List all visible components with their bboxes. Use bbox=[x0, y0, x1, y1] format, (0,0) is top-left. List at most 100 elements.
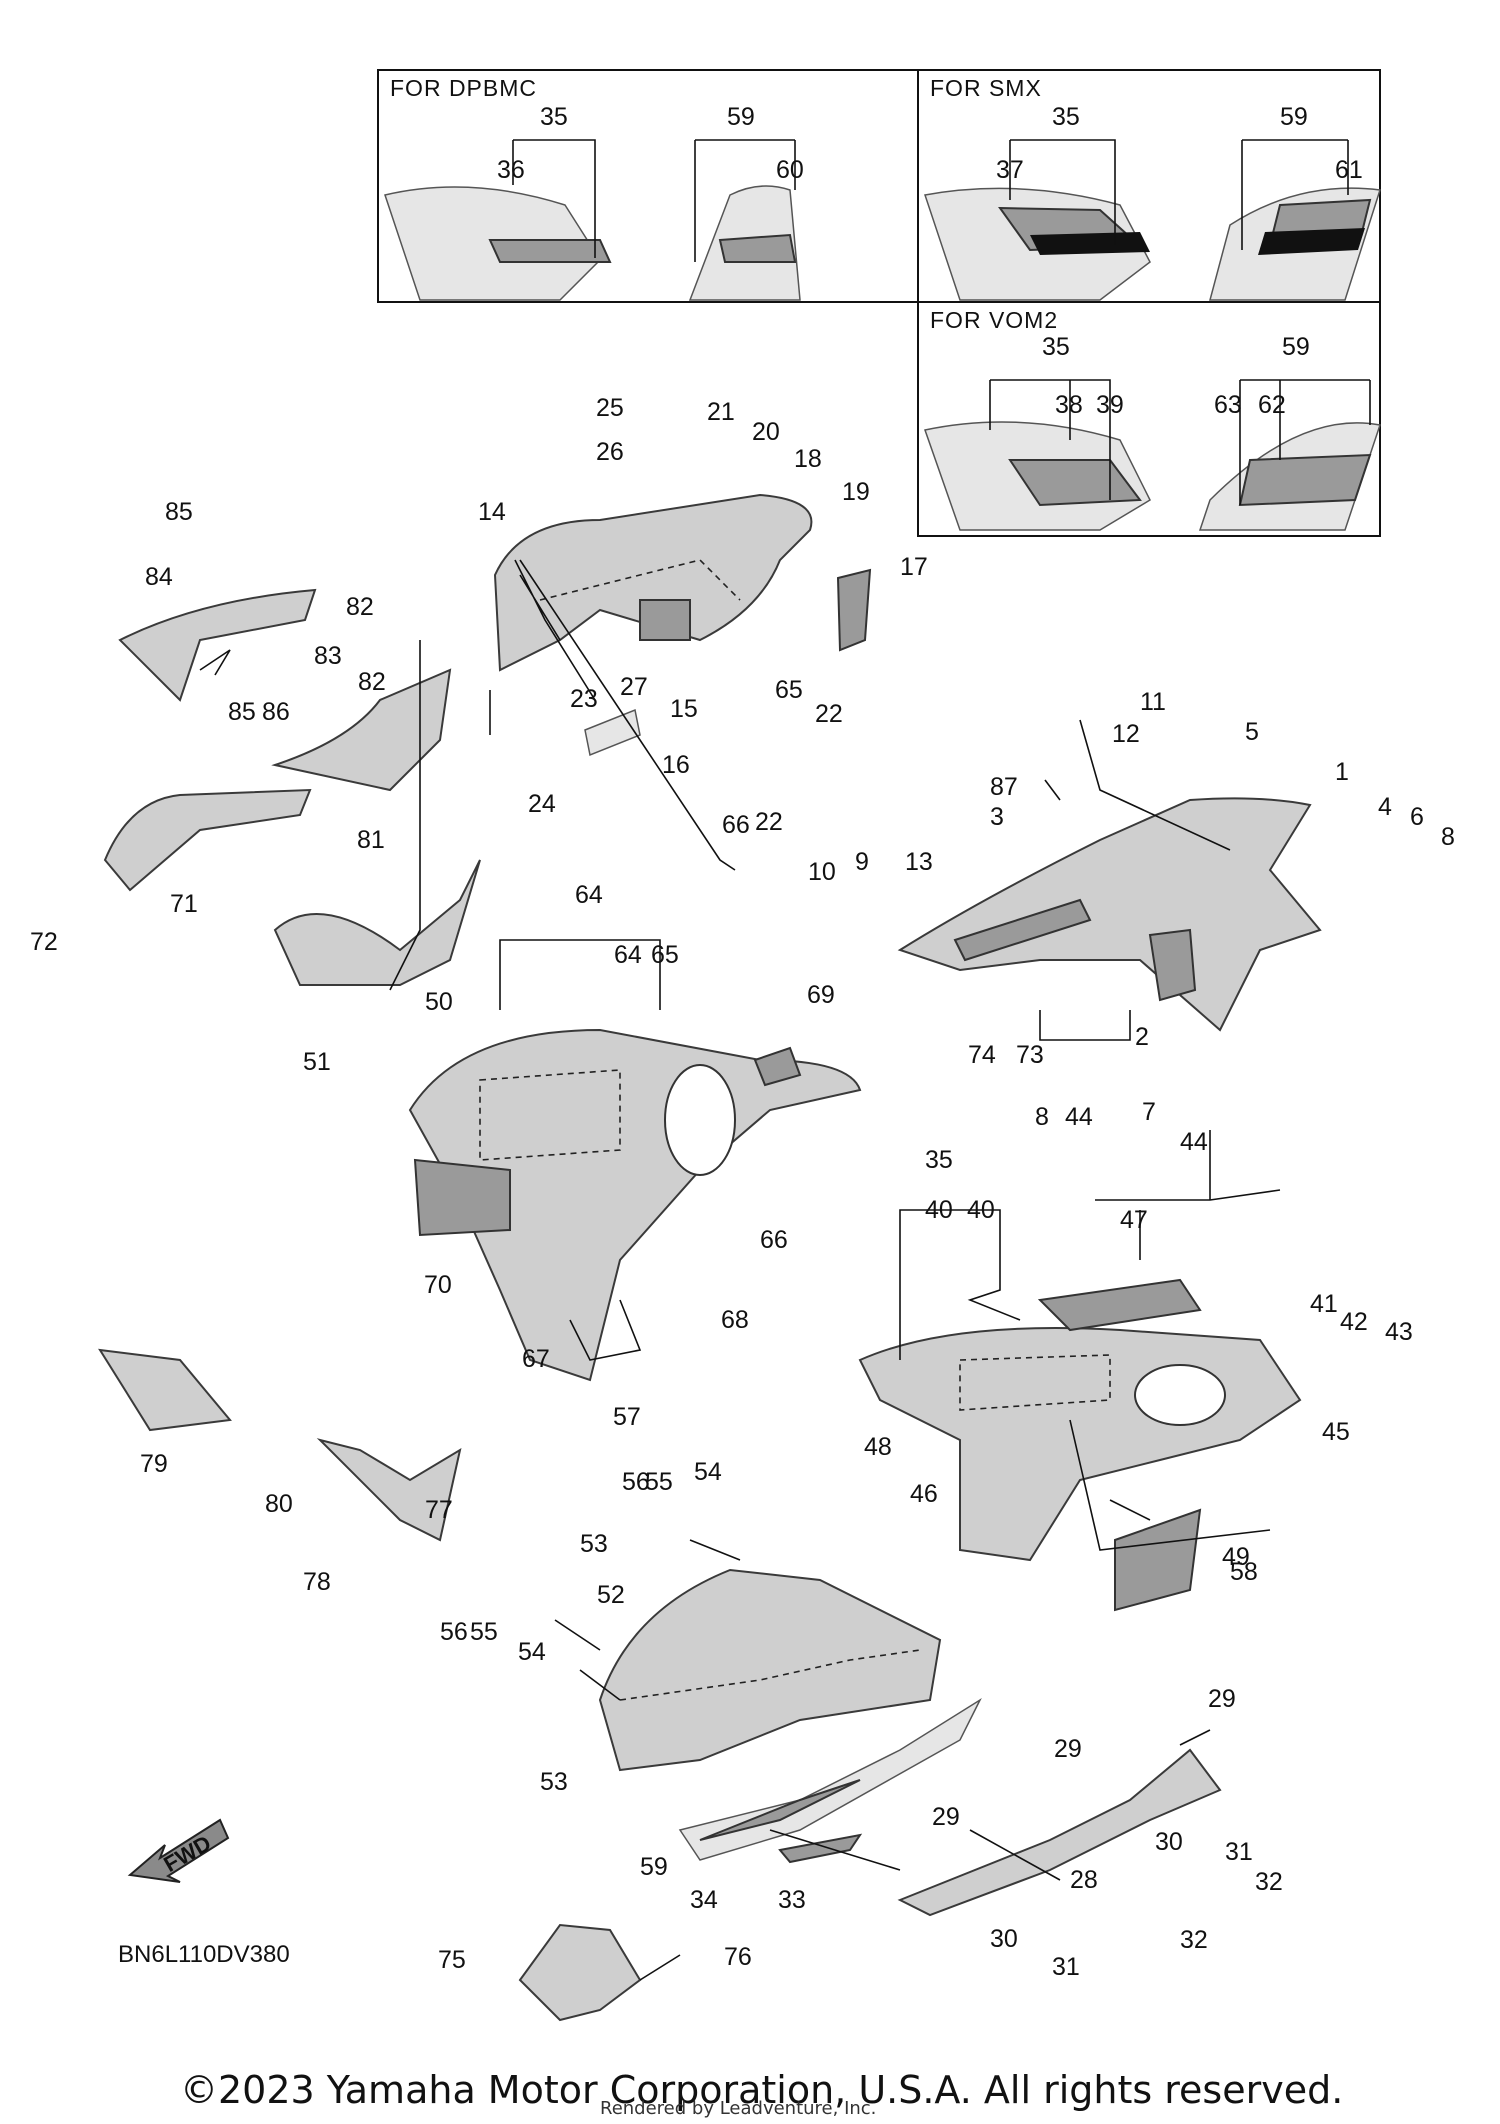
callout: 65 bbox=[651, 941, 679, 969]
callout: 54 bbox=[694, 1458, 722, 1486]
callout: 17 bbox=[900, 553, 928, 581]
callout: 30 bbox=[990, 1925, 1018, 1953]
callout: 31 bbox=[1052, 1953, 1080, 1981]
callout: 26 bbox=[596, 438, 624, 466]
callout: 59 bbox=[1280, 103, 1308, 131]
callout: 60 bbox=[776, 156, 804, 184]
callout: 12 bbox=[1112, 720, 1140, 748]
callout: 74 bbox=[968, 1041, 996, 1069]
callout: 51 bbox=[303, 1048, 331, 1076]
callout: 71 bbox=[170, 890, 198, 918]
variant-box-smx: FOR SMX 35 37 59 61 bbox=[917, 69, 1381, 303]
callout: 29 bbox=[1208, 1685, 1236, 1713]
callout: 63 bbox=[1214, 391, 1242, 419]
diagram-code: BN6L110DV380 bbox=[118, 1941, 290, 1968]
callout: 45 bbox=[1322, 1418, 1350, 1446]
callout: 6 bbox=[1410, 803, 1424, 831]
callout: 86 bbox=[262, 698, 290, 726]
callout: 36 bbox=[497, 156, 525, 184]
callout: 35 bbox=[1042, 333, 1070, 361]
callout: 30 bbox=[1155, 1828, 1183, 1856]
callout: 56 bbox=[440, 1618, 468, 1646]
callout: 56 bbox=[622, 1468, 650, 1496]
callout: 41 bbox=[1310, 1290, 1338, 1318]
callout: 66 bbox=[760, 1226, 788, 1254]
callout: 59 bbox=[727, 103, 755, 131]
callout: 81 bbox=[357, 826, 385, 854]
callout: 32 bbox=[1255, 1868, 1283, 1896]
callout: 76 bbox=[724, 1943, 752, 1971]
callout: 67 bbox=[522, 1345, 550, 1373]
leader-lines bbox=[199, 559, 1281, 1981]
callout: 72 bbox=[30, 928, 58, 956]
callout: 33 bbox=[778, 1886, 806, 1914]
callout: 43 bbox=[1385, 1318, 1413, 1346]
callout: 52 bbox=[597, 1581, 625, 1609]
callout: 19 bbox=[842, 478, 870, 506]
callouts: 1 2 3 4 5 6 7 8 8 9 10 11 12 13 14 15 16… bbox=[30, 394, 1455, 1981]
callout: 50 bbox=[425, 988, 453, 1016]
fwd-arrow-icon: FWD bbox=[127, 1818, 230, 1883]
callout: 70 bbox=[424, 1271, 452, 1299]
callout: 80 bbox=[265, 1490, 293, 1518]
callout: 44 bbox=[1065, 1103, 1093, 1131]
callout: 27 bbox=[620, 673, 648, 701]
callout: 37 bbox=[996, 156, 1024, 184]
part-shapes: FWD bbox=[98, 493, 1322, 2022]
callout: 25 bbox=[596, 394, 624, 422]
callout: 47 bbox=[1120, 1206, 1148, 1234]
copyright-notice: ©2023 Yamaha Motor Corporation, U.S.A. A… bbox=[180, 2068, 1344, 2112]
callout: 32 bbox=[1180, 1926, 1208, 1954]
callout: 79 bbox=[140, 1450, 168, 1478]
callout: 1 bbox=[1335, 758, 1349, 786]
callout: 55 bbox=[645, 1468, 673, 1496]
variant-title: FOR DPBMC bbox=[390, 75, 537, 101]
variant-title: FOR VOM2 bbox=[930, 307, 1058, 333]
callout: 64 bbox=[575, 881, 603, 909]
callout: 9 bbox=[855, 848, 869, 876]
callout: 7 bbox=[1142, 1098, 1156, 1126]
callout: 75 bbox=[438, 1946, 466, 1974]
rendered-by-note: Rendered by Leadventure, Inc. bbox=[600, 2098, 877, 2119]
callout: 29 bbox=[932, 1803, 960, 1831]
callout: 3 bbox=[990, 803, 1004, 831]
callout: 59 bbox=[1282, 333, 1310, 361]
callout: 22 bbox=[755, 808, 783, 836]
callout: 57 bbox=[613, 1403, 641, 1431]
callout: 48 bbox=[864, 1433, 892, 1461]
callout: 15 bbox=[670, 695, 698, 723]
callout: 73 bbox=[1016, 1041, 1044, 1069]
callout: 55 bbox=[470, 1618, 498, 1646]
callout: 82 bbox=[358, 668, 386, 696]
callout: 23 bbox=[570, 685, 598, 713]
callout: 35 bbox=[540, 103, 568, 131]
callout: 85 bbox=[165, 498, 193, 526]
callout: 62 bbox=[1258, 391, 1286, 419]
callout: 84 bbox=[145, 563, 173, 591]
callout: 68 bbox=[721, 1306, 749, 1334]
callout: 20 bbox=[752, 418, 780, 446]
callout: 87 bbox=[990, 773, 1018, 801]
callout: 40 bbox=[967, 1196, 995, 1224]
callout: 18 bbox=[794, 445, 822, 473]
callout: 77 bbox=[425, 1496, 453, 1524]
callout: 2 bbox=[1135, 1023, 1149, 1051]
callout: 34 bbox=[690, 1886, 718, 1914]
callout: 8 bbox=[1035, 1103, 1049, 1131]
callout: 39 bbox=[1096, 391, 1124, 419]
callout: 35 bbox=[925, 1146, 953, 1174]
callout: 44 bbox=[1180, 1128, 1208, 1156]
callout: 21 bbox=[707, 398, 735, 426]
variant-title: FOR SMX bbox=[930, 75, 1042, 101]
variant-box-vom2: FOR VOM2 35 38 39 59 63 62 bbox=[917, 301, 1381, 537]
callout: 42 bbox=[1340, 1308, 1368, 1336]
callout: 54 bbox=[518, 1638, 546, 1666]
callout: 58 bbox=[1230, 1558, 1258, 1586]
callout: 82 bbox=[346, 593, 374, 621]
callout: 69 bbox=[807, 981, 835, 1009]
callout: 5 bbox=[1245, 718, 1259, 746]
callout: 65 bbox=[775, 676, 803, 704]
callout: 8 bbox=[1441, 823, 1455, 851]
callout: 22 bbox=[815, 700, 843, 728]
